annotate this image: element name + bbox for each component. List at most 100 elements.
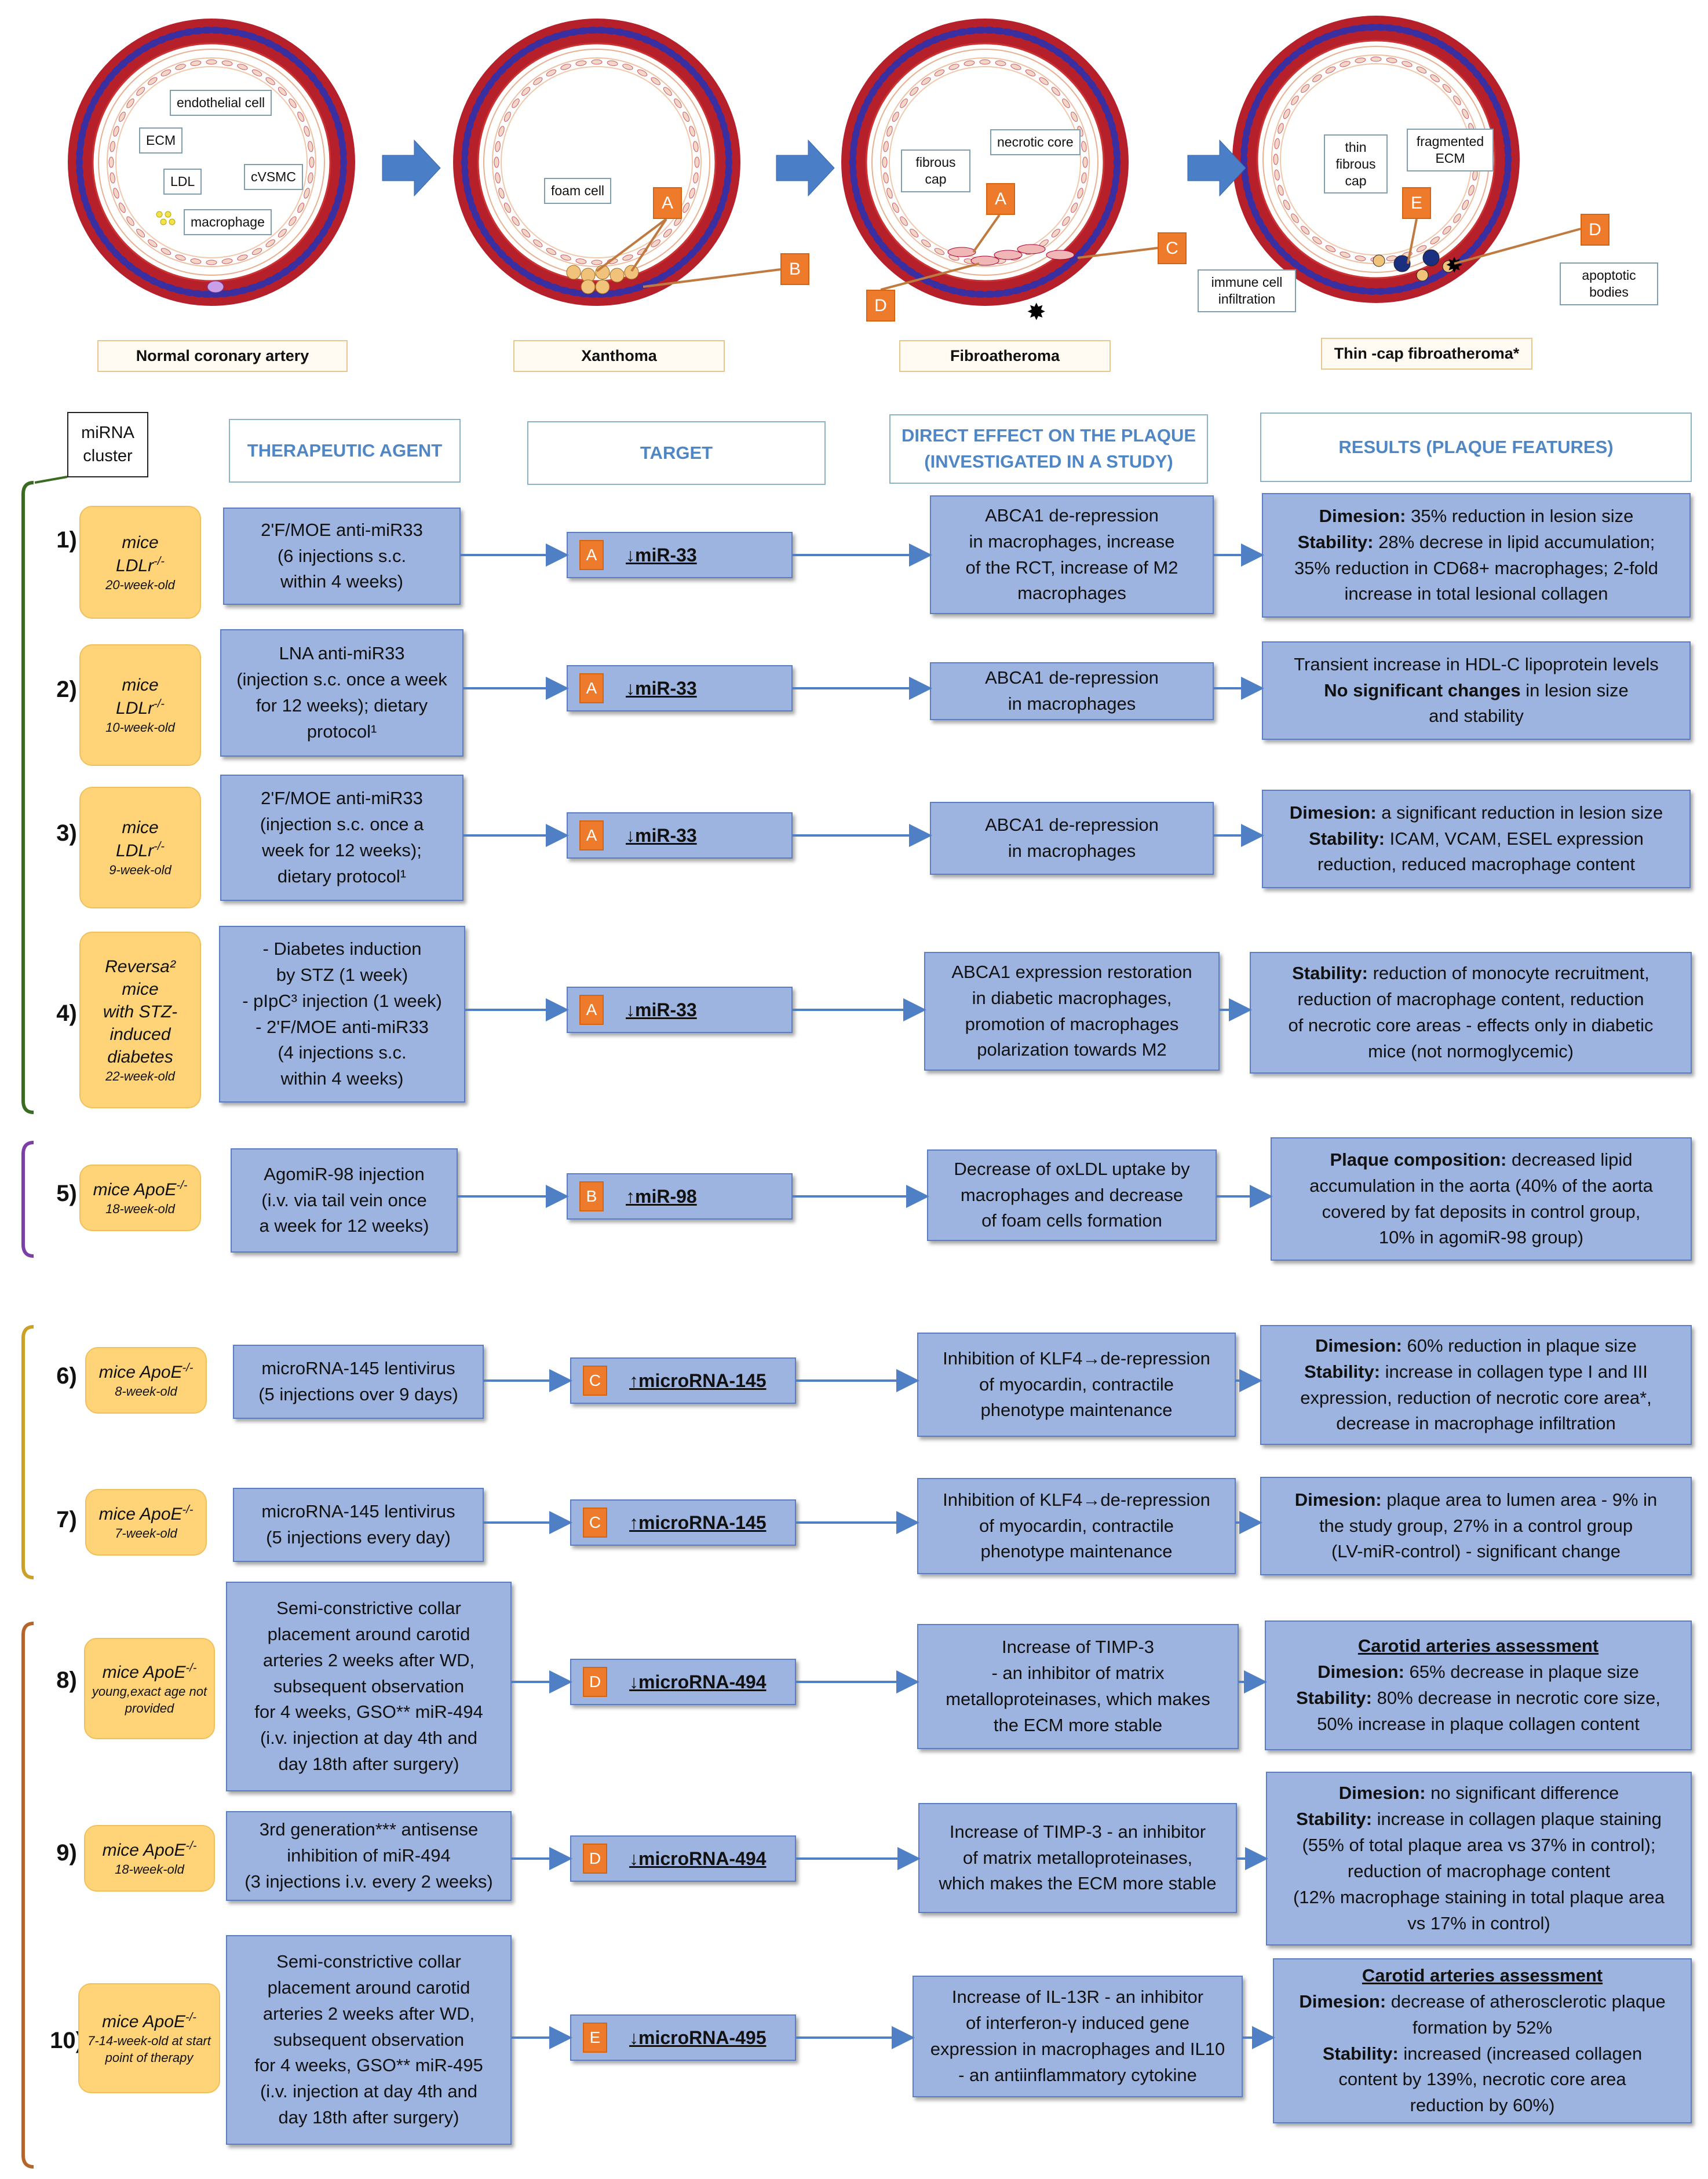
- mouse-age: 18-week-old: [115, 1862, 184, 1877]
- effect-line: of interferon-γ induced gene: [965, 2013, 1190, 2034]
- tag-a-xanthoma: A: [653, 187, 682, 219]
- results-label: Dimesion:: [1294, 1489, 1382, 1510]
- mouse-line: Reversa²: [105, 955, 176, 978]
- mouse-model: mice ApoE-/-young,exact age not provided: [84, 1638, 215, 1739]
- mouse-species: mice: [122, 818, 159, 838]
- results-text: 35% reduction in lesion size: [1406, 505, 1634, 526]
- effect-line: ABCA1 de-repression: [985, 667, 1159, 688]
- target-tag: E: [583, 2023, 607, 2053]
- effect-line: of foam cells formation: [981, 1210, 1162, 1231]
- target-box: D↓microRNA-494: [570, 1835, 796, 1882]
- target-box: B↑miR-98: [567, 1173, 793, 1220]
- results-label: Stability:: [1309, 828, 1385, 849]
- results-line: accumulation in the aorta (40% of the ao…: [1309, 1173, 1653, 1199]
- row-number: 2): [56, 677, 77, 702]
- agent-line: - 2'F/MOE anti-miR33: [256, 1016, 429, 1037]
- results-line: increase in total lesional collagen: [1345, 581, 1608, 607]
- thin-cap-necrotic-mark: ✸: [1446, 253, 1463, 277]
- artery-lumen-1: [92, 42, 331, 282]
- results-line: (55% of total plaque area vs 37% in cont…: [1302, 1833, 1655, 1859]
- agent-line: (injection s.c. once a: [260, 814, 424, 835]
- mouse-strain: mice ApoE: [102, 1662, 186, 1682]
- results-text: content by 139%, necrotic core area: [1338, 2069, 1626, 2090]
- agent-line: arteries 2 weeks after WD,: [262, 1649, 475, 1670]
- row-number: 8): [56, 1667, 77, 1693]
- results-line: (12% macrophage staining in total plaque…: [1293, 1885, 1665, 1911]
- effect-line: Inhibition of KLF4→de-repression: [943, 1348, 1210, 1368]
- results-line: and stability: [1429, 703, 1524, 729]
- mouse-strain-line: mice ApoE-/-: [99, 1360, 194, 1384]
- results-text: plaque area to lumen area - 9% in: [1381, 1489, 1658, 1510]
- results-text: reduction of macrophage content, reducti…: [1297, 989, 1644, 1010]
- agent-line: Semi-constrictive collar: [276, 1597, 461, 1618]
- mouse-age: 8-week-old: [115, 1384, 177, 1399]
- mouse-strain-line: LDLr-/-: [116, 696, 165, 720]
- mouse-model: mice ApoE-/-18-week-old: [79, 1165, 201, 1231]
- tag-d-thin-cap: D: [1581, 214, 1610, 246]
- mouse-age: 10-week-old: [105, 720, 175, 735]
- cluster-bracket-mir98: [21, 1141, 34, 1258]
- results-label: Dimesion:: [1338, 1783, 1426, 1804]
- results-line: Plaque composition: decreased lipid: [1330, 1147, 1633, 1173]
- results-text: 35% reduction in CD68+ macrophages; 2-fo…: [1294, 557, 1659, 578]
- necrotic-core-mark: ✸: [1027, 300, 1046, 325]
- results-text: a significant reduction in lesion size: [1376, 802, 1663, 823]
- mouse-genotype: -/-: [182, 1362, 194, 1375]
- results-line: covered by fat deposits in control group…: [1322, 1199, 1641, 1225]
- agent-line: within 4 weeks): [280, 571, 403, 592]
- therapeutic-agent-box: AgomiR-98 injection(i.v. via tail vein o…: [231, 1148, 458, 1253]
- target-box: A↓miR-33: [567, 987, 793, 1033]
- macrophage-cell: [207, 280, 224, 293]
- tag-b-xanthoma: B: [780, 253, 809, 285]
- results-line: Stability: increase in collagen plaque s…: [1296, 1806, 1662, 1833]
- label-fragmented-ecm: fragmented ECM: [1407, 129, 1494, 171]
- results-text: the study group, 27% in a control group: [1319, 1515, 1633, 1536]
- agent-line: microRNA-145 lentivirus: [261, 1501, 455, 1522]
- mouse-line: diabetes: [107, 1046, 173, 1068]
- results-title: Carotid arteries assessment: [1362, 1965, 1603, 1985]
- results-text: formation by 52%: [1412, 2017, 1553, 2038]
- effect-line: of the RCT, increase of M2: [965, 557, 1178, 578]
- results-line: Dimesion: 65% decrease in plaque size: [1318, 1659, 1639, 1685]
- results-line: Stability: increased (increased collagen: [1323, 2041, 1642, 2067]
- results-text: increase in total lesional collagen: [1344, 583, 1608, 604]
- results-text: (LV-miR-control) - significant change: [1331, 1541, 1621, 1562]
- stage-arrow-3: [1187, 139, 1246, 197]
- row-number: 5): [56, 1181, 77, 1206]
- header-direct-effect-line2: (INVESTIGATED IN A STUDY): [924, 451, 1173, 472]
- header-direct-effect: DIRECT EFFECT ON THE PLAQUE (INVESTIGATE…: [889, 414, 1208, 484]
- results-text: decreased lipid: [1506, 1149, 1633, 1170]
- target-mirna: ↓microRNA-494: [629, 1671, 767, 1692]
- results-box: Stability: reduction of monocyte recruit…: [1250, 952, 1692, 1074]
- agent-line: (4 injections s.c.: [278, 1042, 407, 1063]
- effect-line: of matrix metalloproteinases,: [962, 1847, 1193, 1868]
- results-text: increase in collagen type I and III: [1380, 1361, 1648, 1382]
- results-line: Dimesion: no significant difference: [1339, 1780, 1619, 1806]
- label-ldl: LDL: [163, 169, 202, 195]
- results-label: Stability:: [1292, 963, 1368, 984]
- results-line: reduction of macrophage content, reducti…: [1298, 987, 1644, 1013]
- effect-line: phenotype maintenance: [980, 1541, 1173, 1562]
- results-text: 28% decrese in lipid accumulation;: [1373, 531, 1655, 552]
- label-apoptotic-bodies: apoptotic bodies: [1560, 262, 1658, 305]
- results-line: reduction of macrophage content: [1348, 1859, 1610, 1885]
- results-line: of necrotic core areas - effects only in…: [1288, 1013, 1653, 1039]
- effect-line: promotion of macrophages: [965, 1013, 1179, 1034]
- label-immune-cell-infiltration: immune cell infiltration: [1198, 269, 1296, 312]
- mouse-text: with STZ-: [103, 1002, 178, 1021]
- results-text: in lesion size: [1520, 680, 1629, 700]
- effect-line: Increase of IL-13R - an inhibitor: [951, 1987, 1204, 2008]
- results-line: Stability: ICAM, VCAM, ESEL expression: [1309, 826, 1644, 852]
- results-title: Carotid arteries assessment: [1357, 1636, 1599, 1656]
- row-number: 4): [56, 1001, 77, 1026]
- results-line: Stability: reduction of monocyte recruit…: [1292, 961, 1649, 987]
- target-box: A↓miR-33: [567, 665, 793, 711]
